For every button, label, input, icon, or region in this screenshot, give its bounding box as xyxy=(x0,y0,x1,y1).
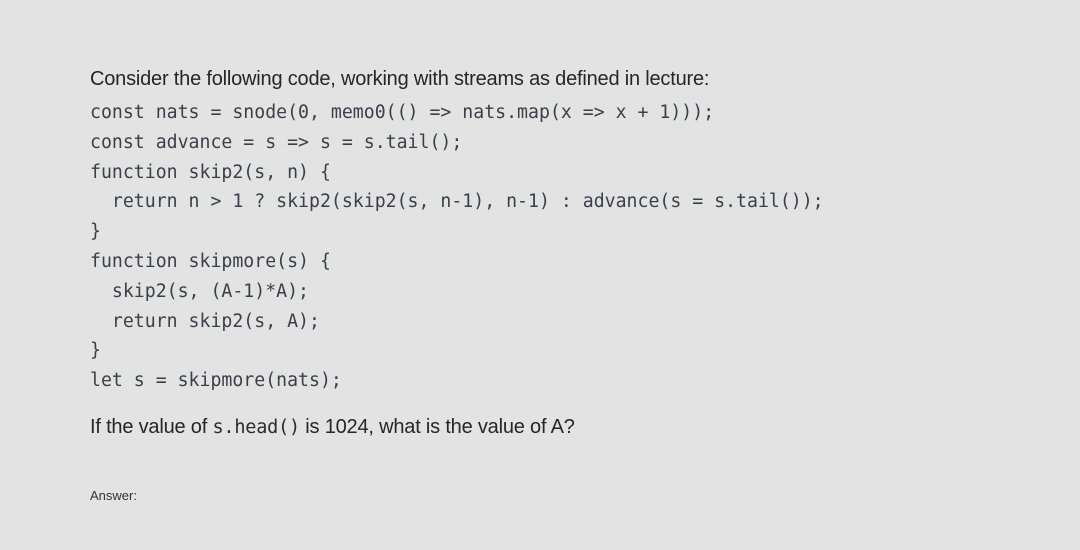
code-line: return skip2(s, A); xyxy=(90,310,320,332)
code-line: } xyxy=(90,340,101,362)
question-intro: Consider the following code, working wit… xyxy=(90,68,710,90)
code-line: let s = skipmore(nats); xyxy=(90,370,342,392)
code-line: function skipmore(s) { xyxy=(90,250,331,272)
code-block: const nats = snode(0, memo0(() => nats.m… xyxy=(90,98,824,396)
code-line: const nats = snode(0, memo0(() => nats.m… xyxy=(90,102,715,123)
code-line: } xyxy=(90,221,101,243)
question-text: If the value of s.head() is 1024, what i… xyxy=(90,416,575,439)
code-line: skip2(s, (A-1)*A); xyxy=(90,280,309,302)
code-line: return n > 1 ? skip2(skip2(s, n-1), n-1)… xyxy=(90,191,824,213)
question-inline-code: s.head() xyxy=(212,417,300,438)
question-suffix: is 1024, what is the value of A? xyxy=(299,416,575,438)
code-line: const advance = s => s = s.tail(); xyxy=(90,131,463,153)
question-prefix: If the value of xyxy=(90,416,213,438)
code-line: function skip2(s, n) { xyxy=(90,161,331,183)
answer-label: Answer: xyxy=(90,488,137,503)
